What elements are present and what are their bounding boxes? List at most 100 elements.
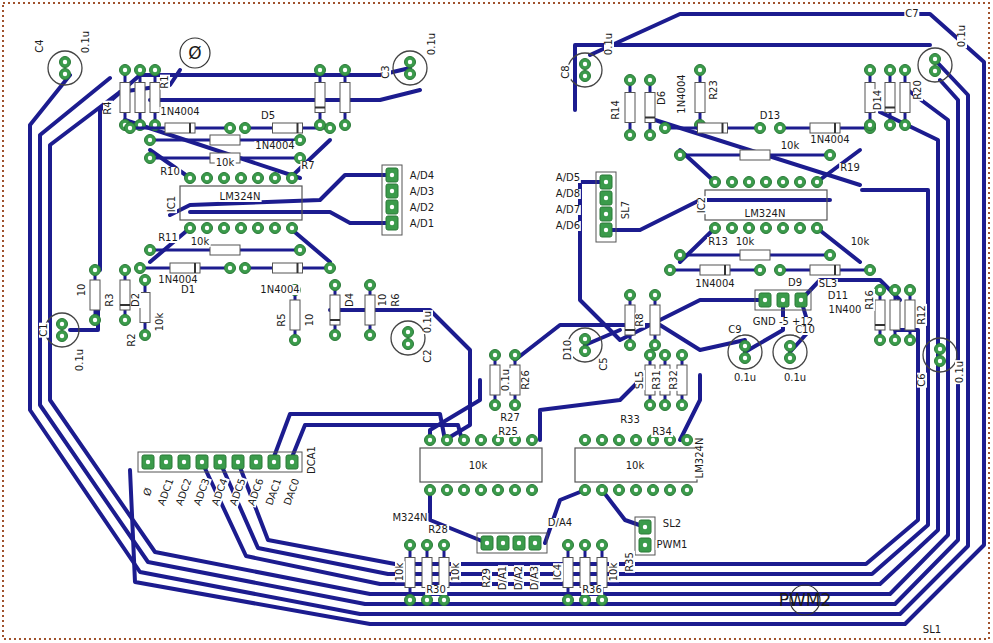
silkscreen-label: R1 [160,74,170,89]
silkscreen-label: D5 [260,111,276,121]
round-pad [631,485,642,496]
drill-hole [290,460,294,464]
round-pad [185,173,196,184]
resistor-body [580,558,590,588]
drill-hole [680,353,684,357]
drill-hole [93,318,97,322]
round-pad [885,120,896,131]
resistor-body [900,83,910,113]
silkscreen-label: R10 [159,167,181,177]
drill-hole [764,226,768,230]
square-pad [513,536,525,550]
diode-band [724,265,726,275]
drill-hole [517,541,521,545]
round-pad [219,173,230,184]
drill-hole [713,180,717,184]
round-pad [90,265,101,276]
round-pad [710,177,721,188]
resistor-body [890,300,900,330]
drill-hole [600,598,604,602]
drill-hole [318,68,322,72]
round-pad [710,223,721,234]
drill-hole [893,288,897,292]
silkscreen-label: D/A4 [547,518,573,528]
drill-hole [781,226,785,230]
silkscreen-label: R28 [427,525,449,535]
trace [580,182,765,340]
trace [545,490,585,543]
diode-band [834,123,836,133]
square-pad [196,455,208,469]
trace [290,228,330,262]
resistor-body [740,150,770,160]
square-pad [386,168,398,182]
diode-band [189,123,191,133]
silkscreen-label: C3 [381,64,391,79]
round-pad [90,315,101,326]
silkscreen-label: A/D2 [409,203,435,213]
round-pad [597,540,608,551]
silkscreen-label: PWM2 [778,592,833,609]
drill-hole [868,268,872,272]
drill-hole [328,126,332,130]
round-pad [597,485,608,496]
round-pad [330,280,341,291]
drill-hole [888,123,892,127]
round-pad [677,400,688,411]
silkscreen-label: LM324N [219,192,262,202]
silkscreen-label: ADC4 [210,476,230,508]
drill-hole [243,126,247,130]
square-pad [268,455,280,469]
drill-hole [256,226,260,230]
round-pad [459,435,470,446]
resistor-body [405,558,415,588]
round-pad [597,595,608,606]
trace [130,14,984,624]
diode-band [194,263,196,273]
drill-hole [678,153,682,157]
drill-hole [273,176,277,180]
silkscreen-label: R31 [652,369,662,391]
round-pad [740,341,751,352]
drill-hole [406,342,410,346]
drill-hole [788,344,792,348]
round-pad [563,540,574,551]
square-pad [600,207,612,221]
drill-hole [406,330,410,334]
drill-hole [758,268,762,272]
square-pad [529,536,541,550]
round-pad [476,435,487,446]
resistor-body [340,83,350,113]
drill-hole [390,221,394,225]
square-pad [386,200,398,214]
drill-hole [254,460,258,464]
round-pad [422,595,433,606]
round-pad [510,400,521,411]
silkscreen-label: D14 [873,89,883,111]
square-pad [160,455,172,469]
drill-hole [513,403,517,407]
round-pad [744,223,755,234]
silkscreen-label: A/D8 [555,189,581,199]
drill-hole [583,438,587,442]
drill-hole [368,283,372,287]
drill-hole [188,176,192,180]
round-pad [145,245,156,256]
round-pad [795,223,806,234]
round-pad [120,315,131,326]
silkscreen-label: C8 [561,64,571,79]
drill-hole [781,180,785,184]
drill-hole [668,488,672,492]
diode-band [834,265,836,275]
silkscreen-label: R19 [839,163,861,173]
drill-hole [390,205,394,209]
silkscreen-label: R5 [277,312,287,327]
round-pad [761,177,772,188]
drill-hole [200,460,204,464]
silkscreen-label: C10 [794,325,816,335]
round-pad [439,540,450,551]
silkscreen-label: R27 [499,413,521,423]
silkscreen-label: R16 [865,289,875,311]
silkscreen-label: D/A1 [498,565,508,591]
silkscreen-label: R26 [521,369,531,391]
